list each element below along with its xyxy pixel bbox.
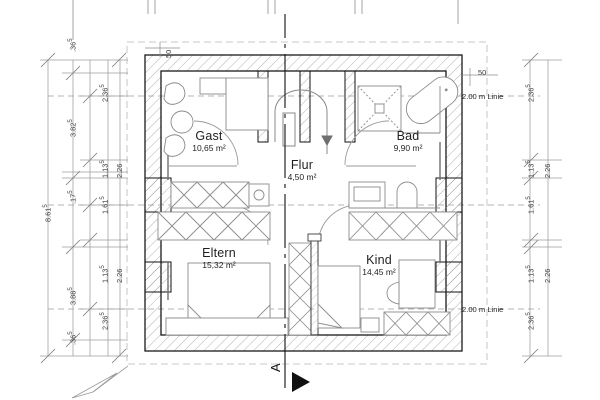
dimension-left-4: 3.885 [67, 287, 78, 305]
room-name-bad: Bad [396, 129, 420, 143]
dimension-left-5: .365 [67, 331, 78, 345]
chair-icon [163, 134, 186, 157]
dimension-lines-left [40, 52, 128, 364]
shower-drain-icon [374, 103, 385, 114]
room-label-kind: Kind 14,45 m² [340, 253, 418, 277]
room-area-kind: 14,45 m² [362, 267, 396, 277]
dimension-overall-left: 8.615 [42, 204, 52, 222]
site-guide-rectangle [126, 41, 488, 365]
round-table-icon [170, 110, 194, 134]
desk-icon [398, 259, 436, 309]
room-label-gast: Gast 10,65 m² [176, 129, 242, 153]
dimension-right-inner-1: 2.365 [525, 84, 536, 102]
room-name-eltern: Eltern [202, 246, 236, 260]
room-area-bad: 9,90 m² [393, 143, 423, 153]
wall-thickness-label-left: 50 [164, 49, 173, 58]
stair-up-arrow [274, 89, 328, 154]
dimension-overall-left-sup: 5 [42, 204, 49, 208]
section-marker-label: A [268, 363, 283, 372]
dimension-left-2: 3.825 [67, 119, 78, 137]
knee-wall-note-top: 2.00 m Linie [462, 92, 504, 101]
bed-icon [225, 77, 269, 131]
dimension-right-inner-2: 1.135 [525, 160, 536, 178]
dimension-left-inner-1: 2.365 [99, 84, 110, 102]
stair-direction-arrowhead [321, 135, 333, 147]
dimension-left-3: .175 [67, 190, 78, 204]
dimension-right-inner-3: 1.615 [525, 196, 536, 214]
dimension-right-pair-1: 2.26 [543, 163, 552, 178]
dimension-left-inner-3: 1.615 [99, 196, 110, 214]
room-area-flur: 4,50 m² [287, 172, 317, 182]
room-area-eltern: 15,32 m² [202, 260, 236, 270]
dimension-left-inner-5: 2.365 [99, 312, 110, 330]
room-name-flur: Flur [290, 158, 314, 172]
nightstand-icon [360, 317, 380, 333]
bad-fixtures [357, 76, 459, 134]
dimension-left-inner-2: 1.135 [99, 160, 110, 178]
wardrobe-run-lower-left [157, 211, 271, 241]
dimension-right-inner-4: 1.135 [525, 265, 536, 283]
room-label-bad: Bad 9,90 m² [375, 129, 441, 153]
desk-chair-icon [386, 281, 400, 305]
dimension-overall-left-value: 8.61 [43, 207, 53, 222]
pillow-icon [317, 302, 344, 329]
dimension-left-1: .365 [67, 38, 78, 52]
room-label-flur: Flur 4,50 m² [266, 158, 338, 182]
wc-icon [396, 181, 418, 209]
dimension-lines-right [522, 52, 562, 364]
dimension-left-pair-2: 2.26 [115, 268, 124, 283]
dimension-right-inner-5: 2.365 [525, 312, 536, 330]
flur-furniture [348, 181, 440, 209]
chair-icon [163, 82, 186, 105]
wardrobe-run-lower-right [348, 211, 458, 241]
wardrobe-run-upper-left [170, 181, 270, 209]
room-name-gast: Gast [195, 129, 223, 143]
wardrobe-column-center [288, 242, 312, 336]
shower-tray-icon [357, 85, 402, 132]
room-name-kind: Kind [366, 253, 392, 267]
wall-thickness-leaders [145, 42, 498, 86]
knee-wall-note-bottom: 2.00 m Linie [462, 305, 504, 314]
construction-lines-top [72, 0, 459, 40]
wall-thickness-label-right: 50 [478, 68, 487, 77]
dimension-right-pair-2: 2.26 [543, 268, 552, 283]
bathtub-icon [405, 76, 459, 125]
dimension-left-inner-4: 1.135 [99, 265, 110, 283]
section-marker-arrowhead [292, 372, 310, 392]
gast-furniture [163, 77, 269, 157]
north-arrow-icon [71, 365, 129, 399]
room-area-gast: 10,65 m² [192, 143, 226, 153]
room-label-eltern: Eltern 15,32 m² [179, 246, 259, 270]
kind-furniture [317, 259, 451, 336]
dimension-left-pair-1: 2.26 [115, 163, 124, 178]
eltern-shelf-run [165, 317, 289, 336]
